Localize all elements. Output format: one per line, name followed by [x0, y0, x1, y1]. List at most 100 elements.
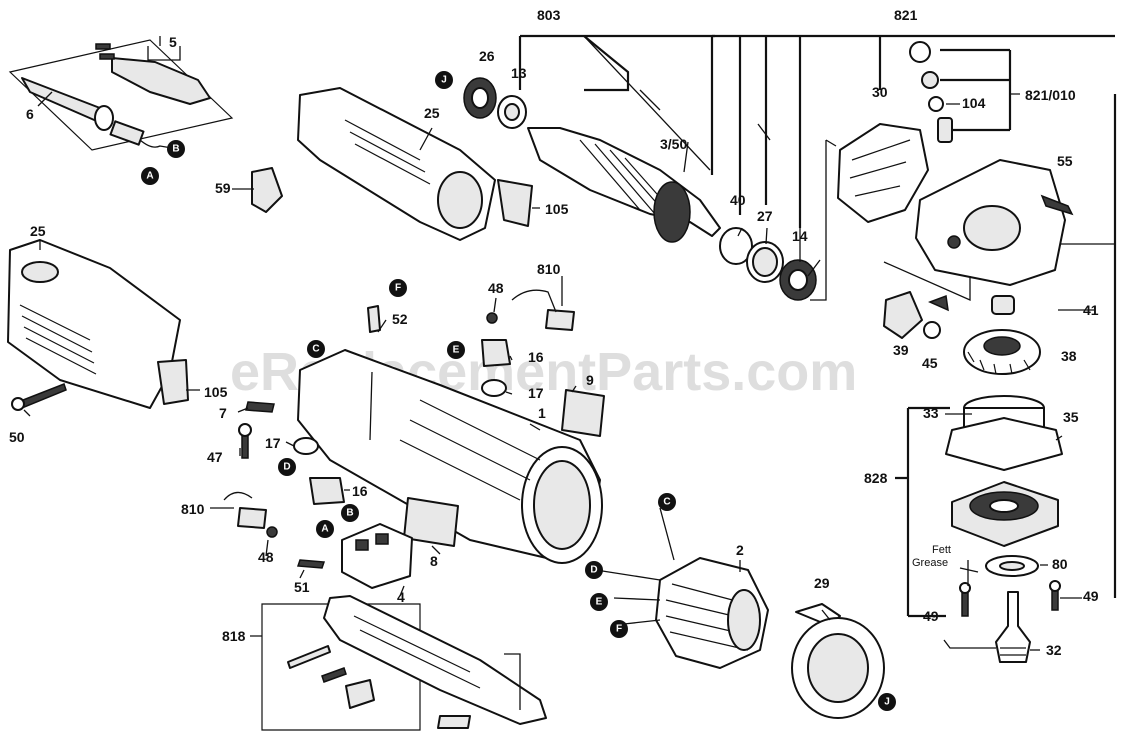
label-9: 9	[586, 372, 594, 388]
label-1: 1	[538, 405, 546, 421]
svg-text:F: F	[395, 283, 401, 294]
switch-4-terminal-b	[375, 533, 389, 545]
field-2-windings	[665, 583, 753, 651]
label-38: 38	[1061, 348, 1077, 364]
pinion-39	[883, 291, 923, 339]
screw-55	[1040, 194, 1074, 216]
svg-text:A: A	[146, 171, 153, 182]
flange-35	[945, 417, 1063, 471]
clip-17-right	[481, 379, 507, 397]
label-810-right: 810	[537, 261, 561, 277]
label-5: 5	[169, 34, 177, 50]
bearing-flange-group	[945, 395, 1063, 663]
lead-guard	[810, 139, 837, 301]
gear-housing-group	[837, 41, 1074, 375]
svg-text:C: C	[663, 497, 670, 508]
svg-text:C: C	[312, 344, 319, 355]
lead-5	[147, 36, 181, 61]
badge-F1: F	[389, 279, 407, 297]
cable-wire	[139, 139, 173, 149]
badge-J1: J	[435, 71, 453, 89]
label-59: 59	[215, 180, 231, 196]
guard-30	[837, 123, 929, 223]
field-group	[595, 507, 885, 719]
label-51: 51	[294, 579, 310, 595]
ring-27-inner	[752, 247, 778, 277]
lead-803	[583, 35, 711, 171]
svg-text:E: E	[453, 345, 460, 356]
badge-B2: B	[341, 504, 359, 522]
bearing-13-bore	[504, 103, 520, 121]
field-2-bore	[727, 589, 761, 651]
spindle-lock	[937, 117, 953, 143]
bracket-821	[710, 34, 1115, 228]
screw-48-right	[486, 312, 498, 324]
label-55: 55	[1057, 153, 1073, 169]
lead-spindle	[943, 560, 996, 649]
svg-text:J: J	[884, 697, 890, 708]
bracket-803	[518, 34, 715, 92]
switch-4-terminal-a	[355, 539, 369, 551]
label-40: 40	[730, 192, 746, 208]
label-33: 33	[923, 405, 939, 421]
washer-80-hole	[999, 561, 1025, 571]
label-49-left: 49	[923, 608, 939, 624]
bracket-821-010	[940, 48, 1012, 132]
label-16-left: 16	[352, 483, 368, 499]
bearing-14-bore	[788, 269, 808, 291]
bevel-gear-38-hub	[983, 336, 1021, 356]
lead-bottom-left	[210, 507, 441, 597]
handle-818-ribs	[353, 615, 481, 689]
lead-bottom-misc	[250, 560, 831, 637]
label-2: 2	[736, 542, 744, 558]
screw-50	[16, 383, 67, 409]
handle-button	[345, 679, 375, 709]
bevel-gear-teeth	[967, 351, 1031, 375]
badge-E1: E	[447, 341, 465, 359]
brush-810-right	[545, 309, 575, 331]
label-48-right: 48	[488, 280, 504, 296]
plug-prong-b	[99, 53, 115, 60]
spring-clip	[928, 294, 949, 312]
badge-D2: D	[585, 561, 603, 579]
lead-armature	[683, 123, 821, 277]
label-25-top: 25	[424, 105, 440, 121]
lead-right	[1010, 93, 1115, 599]
badge-C1: C	[307, 340, 325, 358]
screw-47-head	[238, 423, 252, 437]
cable-clamp	[109, 120, 145, 146]
label-104: 104	[962, 95, 986, 111]
label-828: 828	[864, 470, 888, 486]
label-14: 14	[792, 228, 808, 244]
badge-A1: A	[141, 167, 159, 185]
badge-F2: F	[610, 620, 628, 638]
power-plug-5	[111, 57, 211, 105]
label-17-right: 17	[528, 385, 544, 401]
svg-text:E: E	[596, 597, 603, 608]
clip-17-left	[293, 437, 319, 455]
badge-C2: C	[658, 493, 676, 511]
cord-set-group	[8, 39, 234, 151]
lead-left-misc	[237, 407, 350, 491]
housing-opening	[437, 171, 483, 229]
label-105-left: 105	[204, 384, 228, 400]
bearing-41	[991, 295, 1015, 315]
label-50: 50	[9, 429, 25, 445]
spindle-32	[995, 591, 1031, 663]
label-818: 818	[222, 628, 246, 644]
label-105-top	[497, 179, 533, 227]
armature-3-50	[527, 127, 721, 237]
gear-housing-screw	[947, 235, 961, 249]
screw-50-head	[11, 397, 25, 411]
handle-spring	[321, 667, 347, 683]
label-47: 47	[207, 449, 223, 465]
part-52	[367, 305, 381, 333]
handle-pin	[287, 645, 331, 669]
main-housing-bore	[533, 460, 591, 550]
brush-810-right-lead	[511, 289, 557, 313]
svg-text:A: A	[321, 524, 328, 535]
lead-center-misc	[377, 276, 577, 431]
lead-105-50	[23, 389, 200, 417]
cord-set-frame	[8, 39, 234, 151]
